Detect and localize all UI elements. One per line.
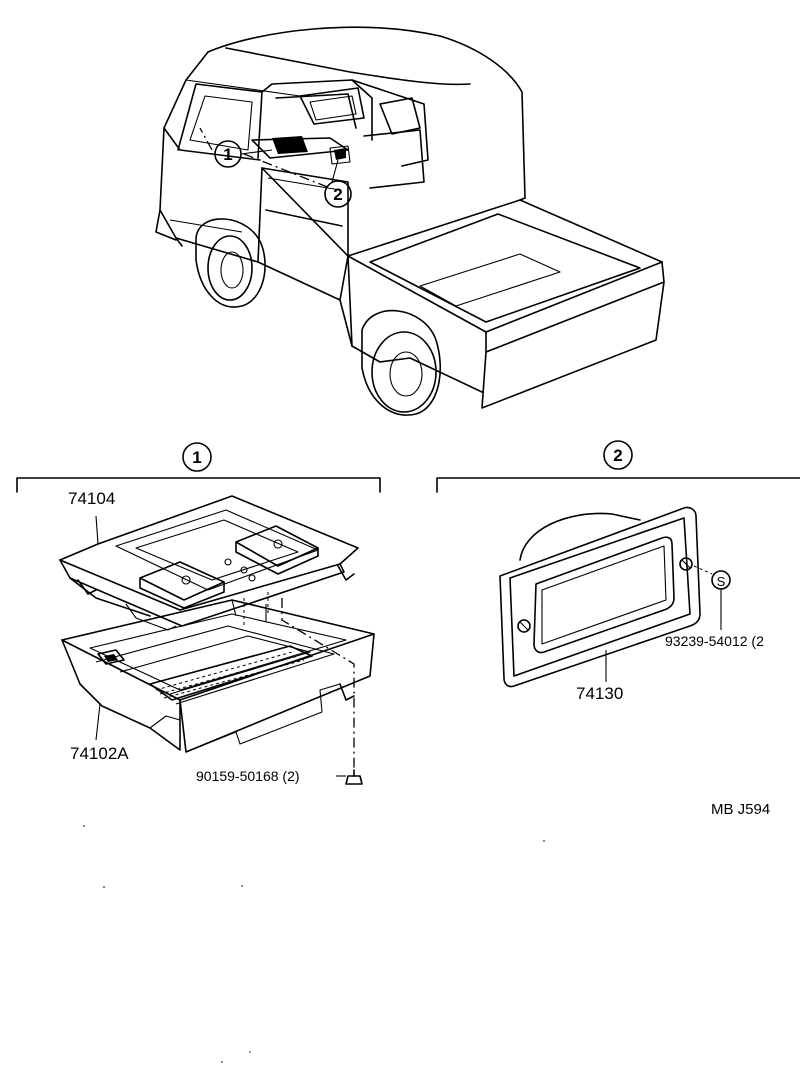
footer-code: MB J594 (711, 801, 770, 818)
vehicle-illustration (155, 26, 665, 416)
part-90159-50168-label: 90159-50168 (2) (196, 768, 300, 784)
screw-93239-54012-illustration: S (693, 565, 731, 630)
fastener-marker-s: S (717, 574, 726, 589)
callout-1-label: 1 (223, 145, 232, 164)
section-1-bracket (16, 477, 381, 493)
section-2-header: 2 (436, 440, 800, 493)
section-1-callout: 1 (192, 448, 201, 467)
callout-2-vehicle: 2 (324, 159, 352, 208)
scan-noise (83, 825, 545, 1063)
lamp-74130-illustration (499, 506, 701, 688)
callout-1-vehicle: 1 (214, 140, 273, 168)
part-74102A-label: 74102A (70, 744, 129, 763)
part-74104-label: 74104 (68, 489, 115, 508)
part-93239-54012-label: 93239-54012 (2 (665, 633, 764, 649)
section-1-header: 1 (16, 442, 381, 493)
section-2-callout: 2 (613, 446, 622, 465)
section-2-bracket (436, 477, 800, 493)
lid-74104-illustration (59, 495, 359, 631)
part-74130-label: 74130 (576, 684, 623, 703)
screw-90159-50168-illustration (336, 769, 363, 785)
callout-2-label: 2 (333, 185, 342, 204)
tray-74102A-illustration (61, 599, 375, 753)
